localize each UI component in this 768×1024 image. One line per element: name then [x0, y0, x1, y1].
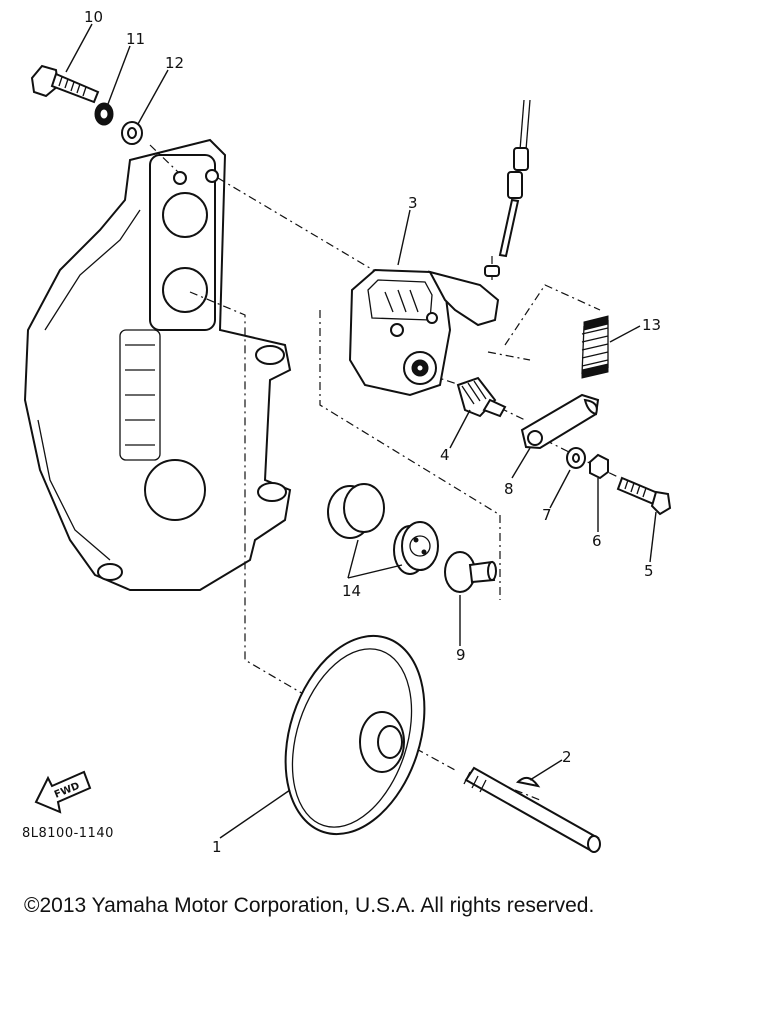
drive-shaft: [463, 766, 601, 853]
part-labels: 10 11 12 3 13 4 8 7 6 5 14 9 2 1: [84, 8, 661, 856]
part-label-2: 2: [562, 748, 572, 766]
part-label-12: 12: [165, 54, 184, 72]
shaft-4: [456, 376, 507, 418]
part-label-3: 3: [408, 194, 418, 212]
lever-housing-3: [348, 268, 500, 397]
part-label-7: 7: [542, 506, 552, 524]
part-label-5: 5: [644, 562, 654, 580]
part-label-14: 14: [342, 582, 361, 600]
part-label-10: 10: [84, 8, 103, 26]
key-2: [515, 776, 541, 788]
washer-7: [566, 447, 586, 469]
housing-casting: [23, 138, 292, 591]
leader-lines: [65, 23, 657, 839]
sheave-1: [284, 634, 426, 836]
part-label-13: 13: [642, 316, 661, 334]
cap-14b: [393, 521, 439, 575]
forward-arrow-icon: FWD: [34, 770, 92, 814]
spring-13: [581, 315, 609, 379]
bolt-10: [30, 64, 100, 104]
washer-11: [94, 102, 114, 126]
part-label-4: 4: [440, 446, 450, 464]
nut-6: [589, 453, 609, 480]
cap-14a: [327, 483, 385, 539]
copyright-notice: ©2013 Yamaha Motor Corporation, U.S.A. A…: [24, 894, 595, 917]
exploded-parts-diagram: FWD 10 11 12 3 13 4 8 7 6 5 14 9 2 1: [23, 8, 672, 856]
throttle-cable: [484, 99, 531, 277]
part-label-8: 8: [504, 480, 514, 498]
bolt-5: [616, 476, 672, 516]
part-label-9: 9: [456, 646, 466, 664]
cam-9: [444, 551, 497, 593]
lever-8: [520, 393, 600, 450]
washer-12: [121, 121, 143, 145]
part-label-11: 11: [126, 30, 145, 48]
part-label-1: 1: [212, 838, 222, 856]
part-label-6: 6: [592, 532, 602, 550]
diagram-code: 8L8100-1140: [22, 826, 114, 841]
